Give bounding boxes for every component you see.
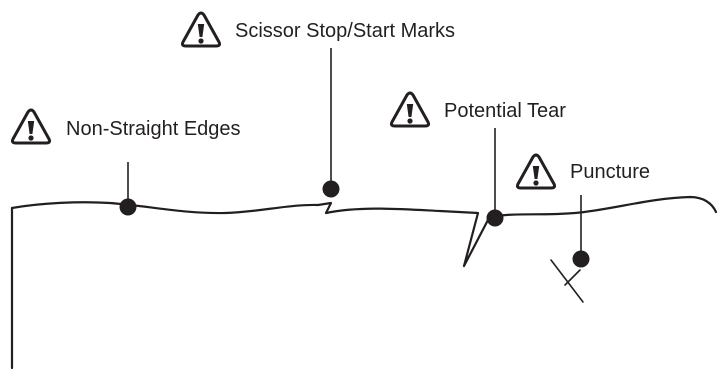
warning-triangle-icon [180, 11, 222, 48]
warning-triangle-icon [10, 108, 52, 145]
callout-label-non-straight-edges: Non-Straight Edges [66, 118, 241, 140]
callout-label-potential-tear: Potential Tear [444, 100, 566, 122]
marker-dot-non-straight-edges [119, 198, 137, 216]
marker-dot-scissor-marks [322, 180, 340, 198]
callout-label-puncture: Puncture [570, 161, 651, 183]
warning-triangle-icon [515, 153, 557, 190]
marker-dot-puncture [572, 250, 590, 268]
callout-label-scissor-marks: Scissor Stop/Start Marks [235, 20, 456, 42]
puncture-x-mark [550, 259, 584, 303]
marker-dot-potential-tear [486, 209, 504, 227]
paper-top-edge [10, 195, 718, 268]
warning-triangle-icon [389, 91, 431, 128]
